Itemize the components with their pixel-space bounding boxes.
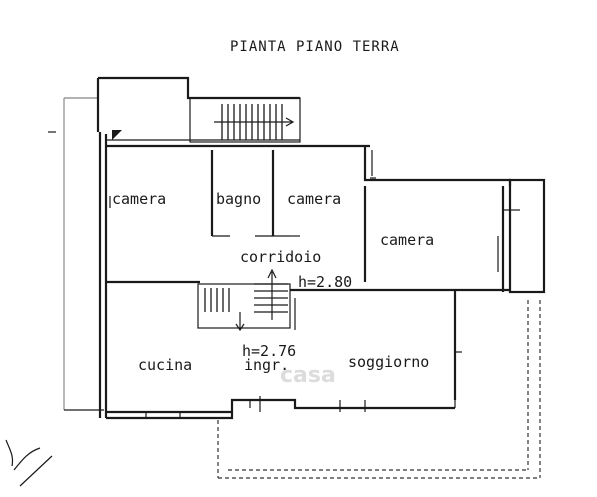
room-label-ingresso: ingr. [244,356,289,374]
ceiling-height-upper: h=2.80 [298,273,352,291]
outer-walls [96,76,546,420]
plan-title: PIANTA PIANO TERRA [230,39,400,55]
terrace-outline [217,300,541,479]
handwritten-mark [5,439,53,487]
middle-staircase [197,268,291,332]
room-label-corridoio: corridoio [240,248,321,266]
left-exterior-lines [48,97,104,411]
watermark-text: casa [280,363,336,388]
room-label-soggiorno: soggiorno [348,353,429,371]
room-label-camera-3: camera [380,231,434,249]
interior-walls [210,150,367,412]
room-label-bagno: bagno [216,190,261,208]
top-staircase [189,97,301,143]
room-label-cucina: cucina [138,356,192,374]
room-label-camera-2: camera [287,190,341,208]
room-label-camera-1: camera [112,190,166,208]
ceiling-height-lower: h=2.76 [242,342,296,360]
door-details [109,130,520,418]
